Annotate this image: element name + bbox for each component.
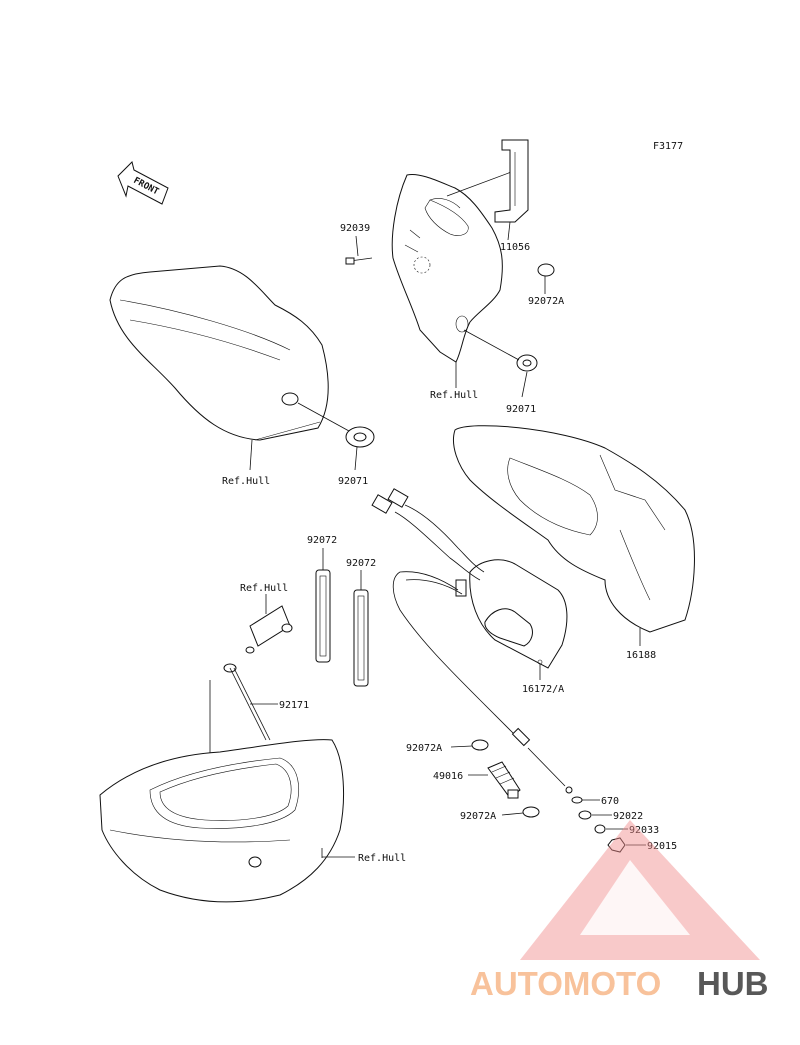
callout-92039: 92039 xyxy=(340,223,370,234)
callout-92022: 92022 xyxy=(613,811,643,822)
figure-code: F3177 xyxy=(653,141,683,152)
refhull-small: Ref.Hull xyxy=(240,583,288,594)
pin-part xyxy=(345,257,373,265)
clamp-low xyxy=(522,806,540,818)
cable-part xyxy=(479,699,573,794)
hardware-parts xyxy=(571,796,626,853)
strap-a xyxy=(315,569,331,663)
callout-92071-left: 92071 xyxy=(338,476,368,487)
storage-bin-part xyxy=(453,425,695,633)
grommet-part xyxy=(516,354,538,372)
rod-part xyxy=(223,663,271,741)
small-plate-part xyxy=(245,605,293,654)
watermark-right: HUB xyxy=(697,965,769,1002)
callout-92033: 92033 xyxy=(629,825,659,836)
watermark-left: AUTOMOTO xyxy=(470,965,661,1002)
callout-16188: 16188 xyxy=(626,650,656,661)
refhull-bottom: Ref.Hull xyxy=(358,853,406,864)
callout-92072-a: 92072 xyxy=(307,535,337,546)
bracket-part xyxy=(494,139,529,223)
clamp-part xyxy=(537,263,555,277)
control-unit-part xyxy=(371,488,568,701)
callout-92072-b: 92072 xyxy=(346,558,376,569)
callout-16172A: 16172/A xyxy=(522,684,564,695)
callout-92072A-mid: 92072A xyxy=(406,743,442,754)
callout-92015: 92015 xyxy=(647,841,677,852)
callout-92072A-low: 92072A xyxy=(460,811,496,822)
watermark-logo: AUTOMOTO HUB xyxy=(470,820,769,1002)
hull-upper-panel xyxy=(391,173,503,363)
strap-b xyxy=(353,589,369,687)
callout-92071-right: 92071 xyxy=(506,404,536,415)
hull-bottom-panel xyxy=(99,739,345,903)
callout-670: 670 xyxy=(601,796,619,807)
refhull-left: Ref.Hull xyxy=(222,476,270,487)
hull-left-panel xyxy=(109,265,329,441)
grommet-left xyxy=(345,426,375,448)
boot-part xyxy=(487,761,521,799)
callout-92171: 92171 xyxy=(279,700,309,711)
callout-49016: 49016 xyxy=(433,771,463,782)
clamp-mid xyxy=(471,739,489,751)
callout-92072A-top: 92072A xyxy=(528,296,564,307)
front-arrow-icon: FRONT xyxy=(117,161,169,205)
refhull-top: Ref.Hull xyxy=(430,390,478,401)
callout-11056: 11056 xyxy=(500,242,530,253)
